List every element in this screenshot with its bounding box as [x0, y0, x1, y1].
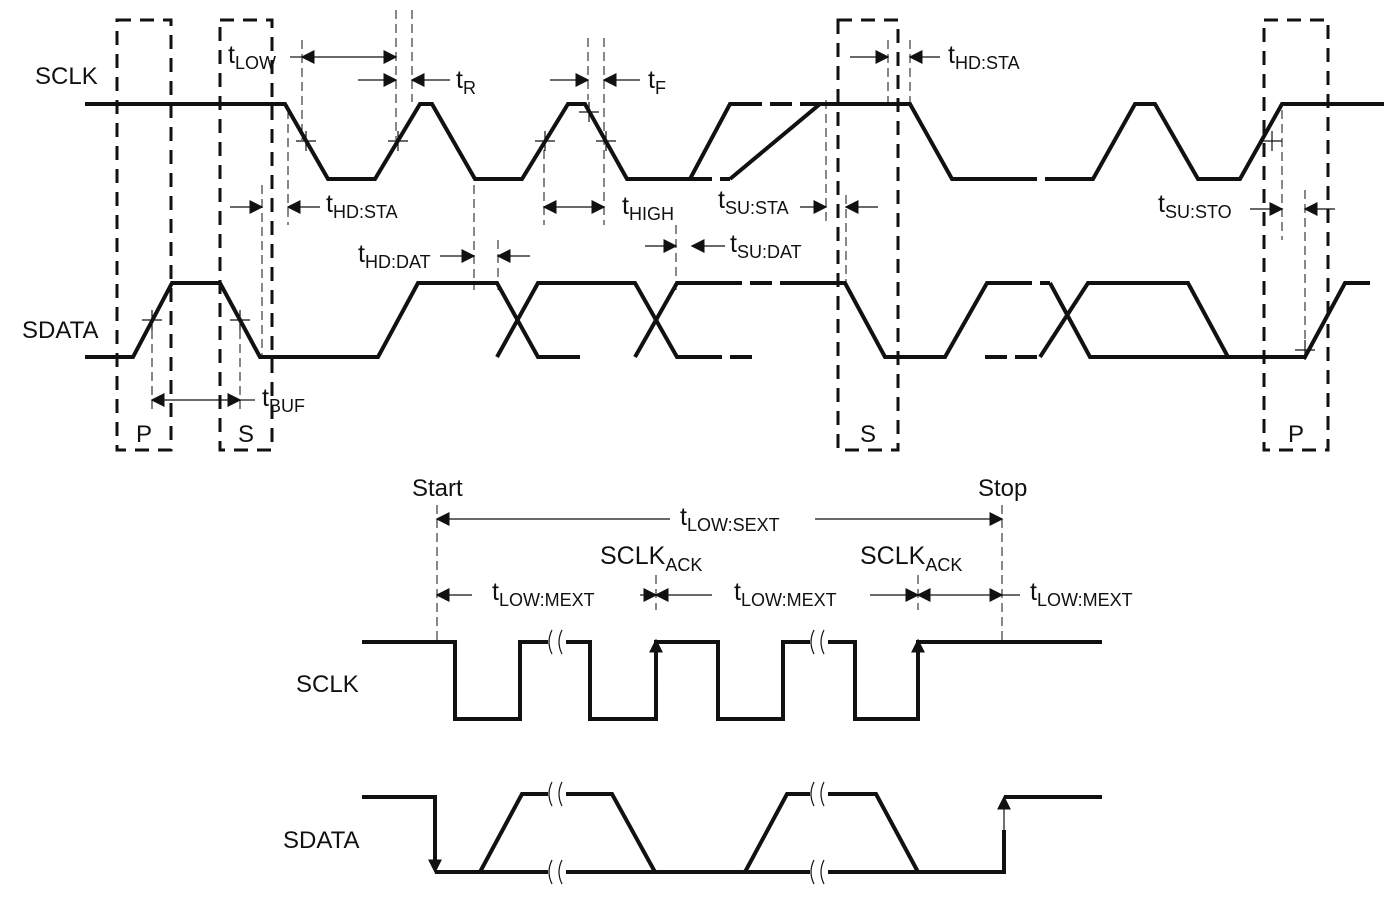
sdata-signal-label: SDATA — [22, 317, 98, 344]
t-high-label: tHIGH — [622, 192, 674, 224]
start-box-1 — [218, 18, 274, 452]
condition-boxes — [115, 18, 1330, 452]
stop-box-1 — [115, 18, 173, 452]
sclk-ack-label-2: SCLKACK — [860, 542, 962, 575]
top-timing-diagram: P S S P SCLK SDATA — [22, 10, 1384, 452]
t-buf-label: tBUF — [262, 384, 305, 416]
t-low-mext-label-3: tLOW:MEXT — [1030, 578, 1133, 610]
t-r-label: tR — [456, 66, 476, 98]
reference-ticks — [142, 102, 1315, 360]
t-f-label: tF — [648, 66, 666, 98]
sclk-signal-label: SCLK — [35, 63, 98, 90]
stop-marker-label: Stop — [978, 475, 1027, 502]
start-label-2: S — [860, 421, 876, 448]
t-hd-sta-label-2: tHD:STA — [948, 41, 1020, 73]
t-low-sext-label: tLOW:SEXT — [680, 503, 780, 535]
t-su-sto-label: tSU:STO — [1158, 190, 1232, 222]
t-su-sta-label: tSU:STA — [718, 186, 789, 218]
t-su-dat-label: tSU:DAT — [730, 230, 802, 262]
sdata-waveform — [85, 281, 1370, 359]
t-low-mext-label-1: tLOW:MEXT — [492, 578, 595, 610]
start-box-2 — [836, 18, 900, 452]
t-low-label: tLOW — [228, 41, 276, 73]
sclk-digital-waveform — [362, 629, 1102, 721]
sclk-signal-label-bottom: SCLK — [296, 671, 359, 698]
t-low-mext-label-2: tLOW:MEXT — [734, 578, 837, 610]
stop-box-2 — [1262, 18, 1330, 452]
bottom-timing-diagram: Start Stop SCLK SDATA tLOW:SEXT SCLKACK … — [283, 475, 1133, 885]
sclk-ack-label-1: SCLKACK — [600, 542, 702, 575]
timing-labels: tLOW tR tF tHD:STA tHD:STA tHIGH tSU:STA… — [228, 41, 1232, 416]
t-hd-dat-label: tHD:DAT — [358, 240, 431, 272]
stop-label-1: P — [136, 421, 152, 448]
bottom-timing-labels: tLOW:SEXT SCLKACK SCLKACK tLOW:MEXT tLOW… — [492, 503, 1133, 610]
start-marker-label: Start — [412, 475, 463, 502]
stop-label-2: P — [1288, 421, 1304, 448]
start-label-1: S — [238, 421, 254, 448]
bottom-timing-arrows — [435, 512, 1020, 602]
sdata-signal-label-bottom: SDATA — [283, 827, 359, 854]
t-hd-sta-label-1: tHD:STA — [326, 190, 398, 222]
sdata-digital-waveform — [362, 781, 1102, 885]
timing-arrows — [150, 50, 1335, 407]
sclk-waveform — [85, 102, 1384, 181]
